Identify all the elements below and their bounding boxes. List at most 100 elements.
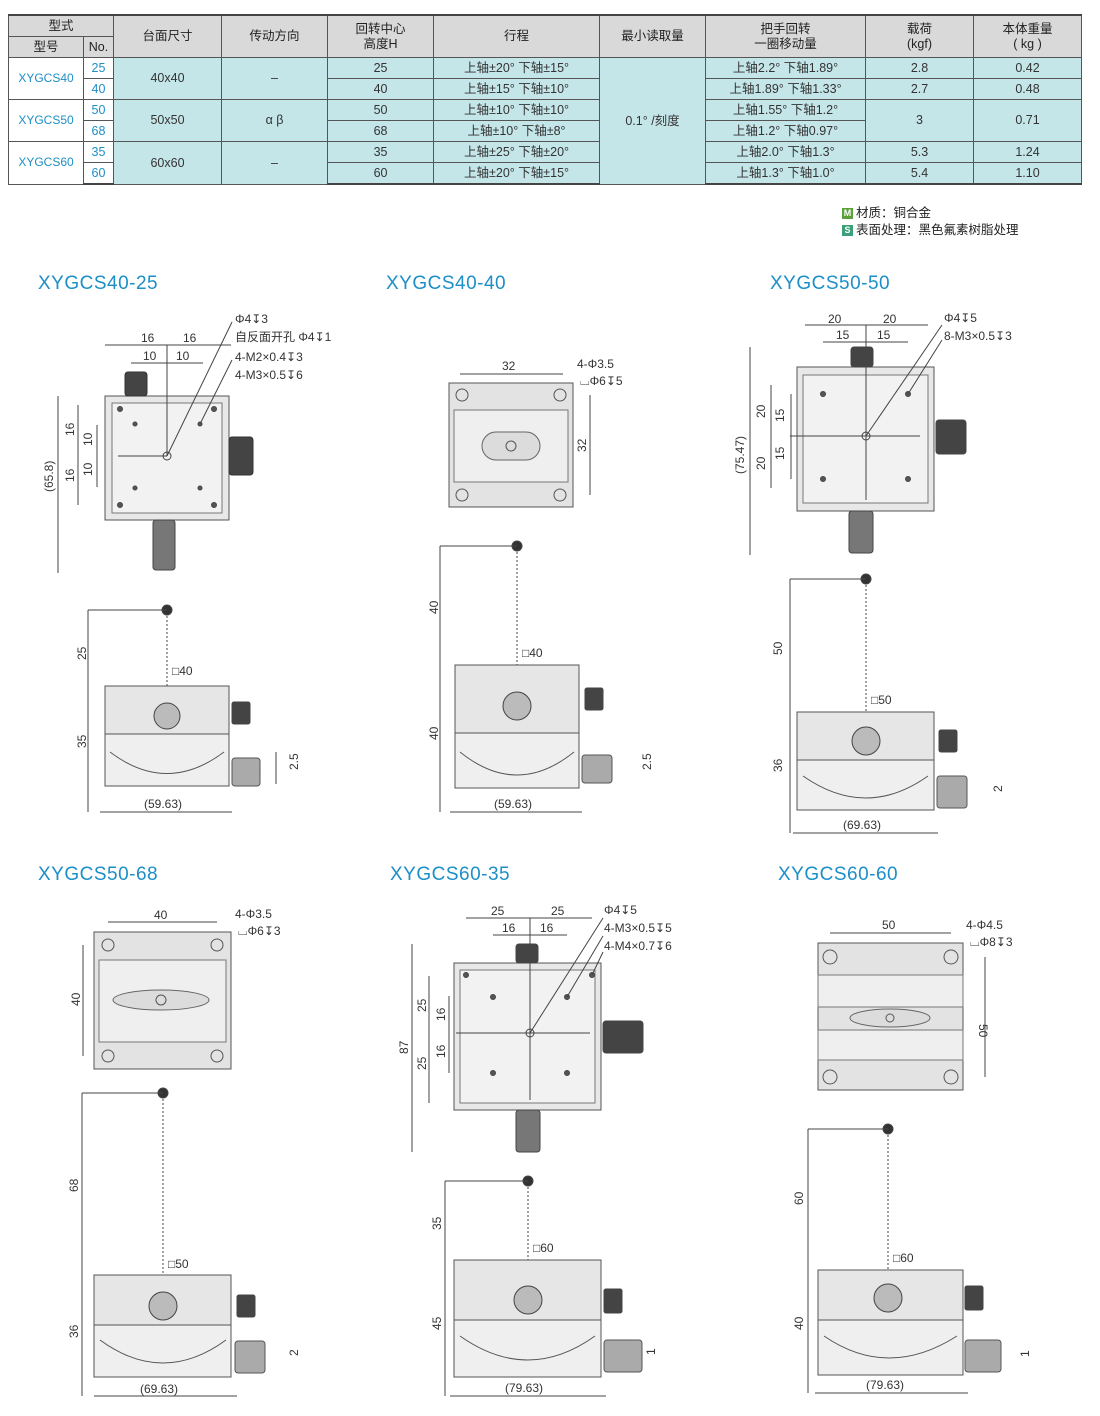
load-cell: 3 [865,99,975,142]
dim-text: 68 [67,1178,81,1192]
dim-text: 16 [540,921,554,935]
note-text: Φ4↧5 [944,311,977,325]
drawing-3-top-view [749,324,967,555]
dim-text: 15 [877,328,891,342]
drawing-1-top-view [57,321,254,573]
handle-cell: 上轴1.3° 下轴1.0° [705,162,867,185]
dim-text: 1 [1018,1350,1032,1357]
dim-text: 16 [63,468,77,482]
dim-text: 10 [81,432,95,446]
dim-text: (79.63) [866,1378,904,1392]
size-cell: 50x50 [113,99,223,142]
drawing-title-6: XYGCS60-60 [778,864,899,885]
dim-text: 2 [991,785,1005,792]
header-handle-line1: 把手回转 [760,22,811,37]
header-handle: 把手回转 一圈移动量 [705,14,867,58]
dim-text: 87 [397,1040,411,1054]
dim-text: (69.63) [843,818,881,832]
material-icon: M [842,208,853,219]
min-reading-cell: 0.1° /刻度 [599,57,707,185]
handle-cell: 上轴2.0° 下轴1.3° [705,141,867,163]
model-cell: XYGCS50 [8,99,84,142]
header-rotation-center: 回转中心 高度H [327,14,435,58]
dim-text: □60 [893,1251,914,1265]
dim-text: 16 [434,1007,448,1021]
dim-text: 16 [183,331,197,345]
travel-cell: 上轴±10° 下轴±8° [433,120,601,142]
surface-icon: S [842,225,853,236]
header-rotation-center-line2: 高度H [363,36,398,51]
travel-cell: 上轴±25° 下轴±20° [433,141,601,163]
dim-text: 16 [502,921,516,935]
dim-text: 35 [75,734,89,748]
dim-text: 50 [771,641,785,655]
table-row: XYGCS50 50 50x50 α β 50 上轴±10° 下轴±10° 上轴… [8,99,1083,142]
header-handle-line2: 一圈移动量 [754,36,817,51]
dim-text: (79.63) [505,1381,543,1395]
dim-text: □40 [522,646,543,660]
dim-text: □50 [871,693,892,707]
weight-cell: 0.48 [973,78,1083,100]
dim-text: □50 [168,1257,189,1271]
drawing-title-4: XYGCS50-68 [38,864,159,885]
header-load: 载荷 (kgf) [865,14,975,58]
header-weight-line1: 本体重量 [1002,22,1053,37]
dim-text: 40 [69,992,83,1006]
dim-text: 20 [754,404,768,418]
drawing-2-side-view [439,540,613,813]
drawing-6-top-view [817,932,986,1091]
height-cell: 35 [327,141,435,163]
weight-cell: 0.71 [973,99,1083,142]
direction-cell: α β [221,99,329,142]
dim-text: 36 [67,1324,81,1338]
dim-text: 1 [644,1348,658,1355]
header-min-reading: 最小读取量 [599,14,707,58]
load-cell: 5.3 [865,141,975,163]
header-weight-line2: ( kg ) [1013,36,1042,51]
note-text: 8-M3×0.5↧3 [944,329,1012,343]
dim-text: 2 [287,1349,301,1356]
drawing-1-side-view [87,604,277,813]
dim-text: (75.47) [733,436,747,474]
note-text: 自反面开孔 Φ4↧1 [235,330,332,344]
dim-text: 20 [883,312,897,326]
dim-text: 25 [415,1056,429,1070]
dim-text: 50 [976,1024,990,1038]
drawing-4-side-view [81,1087,266,1397]
header-load-line2: (kgf) [907,36,933,51]
surface-text: 表面处理：黑色氟素树脂处理 [856,223,1019,237]
note-text: 4-M3×0.5↧5 [604,921,672,935]
material-row: M 材质：铜合金 [842,205,1019,222]
header-drive-direction: 传动方向 [221,14,329,58]
dim-text: 40 [154,908,168,922]
note-text: 4-Φ3.5 [577,357,614,371]
table-row: XYGCS40 25 40x40 – 25 上轴±20° 下轴±15° 0.1°… [8,57,1083,185]
drawing-title-1: XYGCS40-25 [38,273,159,294]
dim-text: 10 [176,349,190,363]
material-legend: M 材质：铜合金 S 表面处理：黑色氟素树脂处理 [842,205,1019,239]
travel-cell: 上轴±20° 下轴±15° [433,162,601,185]
note-text: 4-M2×0.4↧3 [235,350,303,364]
dim-text: 36 [771,758,785,772]
direction-cell: – [221,57,329,100]
dim-text: 20 [828,312,842,326]
dim-text: 10 [143,349,157,363]
load-cell: 5.4 [865,162,975,185]
drawing-title-5: XYGCS60-35 [390,864,511,885]
note-text: 4-Φ4.5 [966,918,1003,932]
height-cell: 60 [327,162,435,185]
dim-text: 40 [792,1316,806,1330]
header-rotation-center-line1: 回转中心 [355,22,406,37]
dim-text: 15 [836,328,850,342]
handle-cell: 上轴1.89° 下轴1.33° [705,78,867,100]
dim-text: 32 [575,438,589,452]
note-text: 4-M4×0.7↧6 [604,939,672,953]
weight-cell: 1.24 [973,141,1083,163]
dim-text: 40 [427,600,441,614]
no-cell: 50 [82,99,115,121]
dim-text: 60 [792,1191,806,1205]
dim-text: 20 [754,456,768,470]
note-text: 4-M3×0.5↧6 [235,368,303,382]
note-text: Φ4↧5 [604,903,637,917]
handle-cell: 上轴1.55° 下轴1.2° [705,99,867,121]
